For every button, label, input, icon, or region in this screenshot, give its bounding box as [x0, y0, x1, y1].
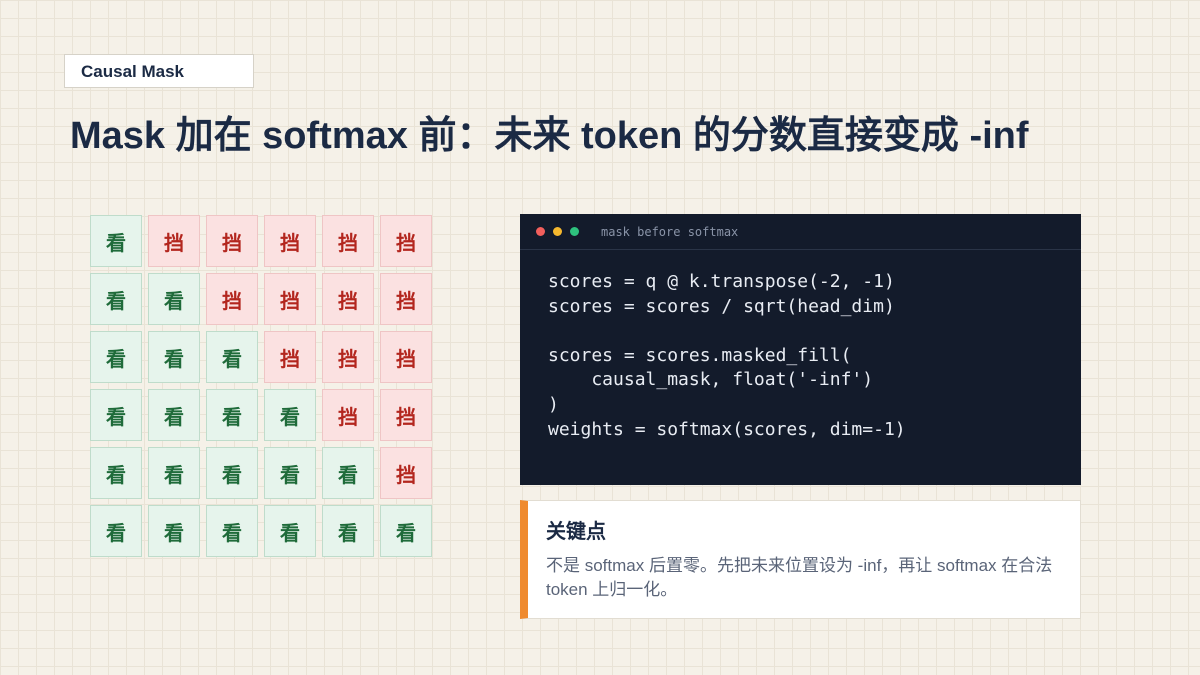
- page-title: Mask 加在 softmax 前：未来 token 的分数直接变成 -inf: [70, 115, 1029, 157]
- mask-cell-blocked: 挡: [206, 215, 258, 267]
- key-point-body: 不是 softmax 后置零。先把未来位置设为 -inf，再让 softmax …: [546, 556, 1053, 599]
- mask-cell-blocked: 挡: [322, 331, 374, 383]
- mask-cell-visible: 看: [148, 389, 200, 441]
- causal-mask-grid: 看挡挡挡挡挡看看挡挡挡挡看看看挡挡挡看看看看挡挡看看看看看挡看看看看看看: [90, 215, 432, 557]
- code-line: causal_mask, float('-inf'): [548, 369, 874, 391]
- mask-cell-visible: 看: [90, 447, 142, 499]
- maximize-dot-icon: [570, 227, 579, 236]
- mask-cell-blocked: 挡: [380, 447, 432, 499]
- mask-cell-visible: 看: [148, 331, 200, 383]
- mask-cell-visible: 看: [148, 273, 200, 325]
- mask-cell-blocked: 挡: [264, 273, 316, 325]
- mask-cell-visible: 看: [206, 389, 258, 441]
- key-point-card: 关键点 不是 softmax 后置零。先把未来位置设为 -inf，再让 soft…: [520, 500, 1081, 619]
- mask-cell-visible: 看: [148, 447, 200, 499]
- mask-cell-blocked: 挡: [206, 273, 258, 325]
- code-window: mask before softmax scores = q @ k.trans…: [520, 214, 1081, 485]
- key-point-title: 关键点: [546, 521, 606, 543]
- mask-cell-visible: 看: [322, 447, 374, 499]
- mask-cell-blocked: 挡: [380, 389, 432, 441]
- mask-cell-visible: 看: [90, 215, 142, 267]
- mask-cell-visible: 看: [206, 331, 258, 383]
- code-block: scores = q @ k.transpose(-2, -1) scores …: [520, 250, 1081, 442]
- mask-cell-visible: 看: [264, 389, 316, 441]
- code-line: weights = softmax(scores, dim=-1): [548, 418, 906, 440]
- minimize-dot-icon: [553, 227, 562, 236]
- mask-cell-blocked: 挡: [380, 331, 432, 383]
- mask-cell-visible: 看: [90, 389, 142, 441]
- mask-cell-visible: 看: [90, 331, 142, 383]
- section-tag: Causal Mask: [64, 54, 254, 88]
- mask-cell-blocked: 挡: [264, 215, 316, 267]
- mask-cell-blocked: 挡: [322, 215, 374, 267]
- mask-cell-blocked: 挡: [264, 331, 316, 383]
- mask-cell-visible: 看: [148, 505, 200, 557]
- code-filename: mask before softmax: [601, 224, 739, 239]
- code-line: scores = scores.masked_fill(: [548, 344, 852, 366]
- mask-cell-visible: 看: [90, 273, 142, 325]
- mask-cell-visible: 看: [206, 505, 258, 557]
- code-line: scores = scores / sqrt(head_dim): [548, 295, 895, 317]
- mask-cell-blocked: 挡: [322, 273, 374, 325]
- code-line: ): [548, 393, 559, 415]
- mask-cell-blocked: 挡: [148, 215, 200, 267]
- code-titlebar: mask before softmax: [520, 214, 1081, 250]
- mask-cell-blocked: 挡: [380, 273, 432, 325]
- mask-cell-visible: 看: [380, 505, 432, 557]
- mask-cell-visible: 看: [90, 505, 142, 557]
- mask-cell-blocked: 挡: [322, 389, 374, 441]
- mask-cell-visible: 看: [264, 447, 316, 499]
- close-dot-icon: [536, 227, 545, 236]
- mask-cell-blocked: 挡: [380, 215, 432, 267]
- mask-cell-visible: 看: [322, 505, 374, 557]
- mask-cell-visible: 看: [206, 447, 258, 499]
- mask-cell-visible: 看: [264, 505, 316, 557]
- code-line: scores = q @ k.transpose(-2, -1): [548, 271, 895, 292]
